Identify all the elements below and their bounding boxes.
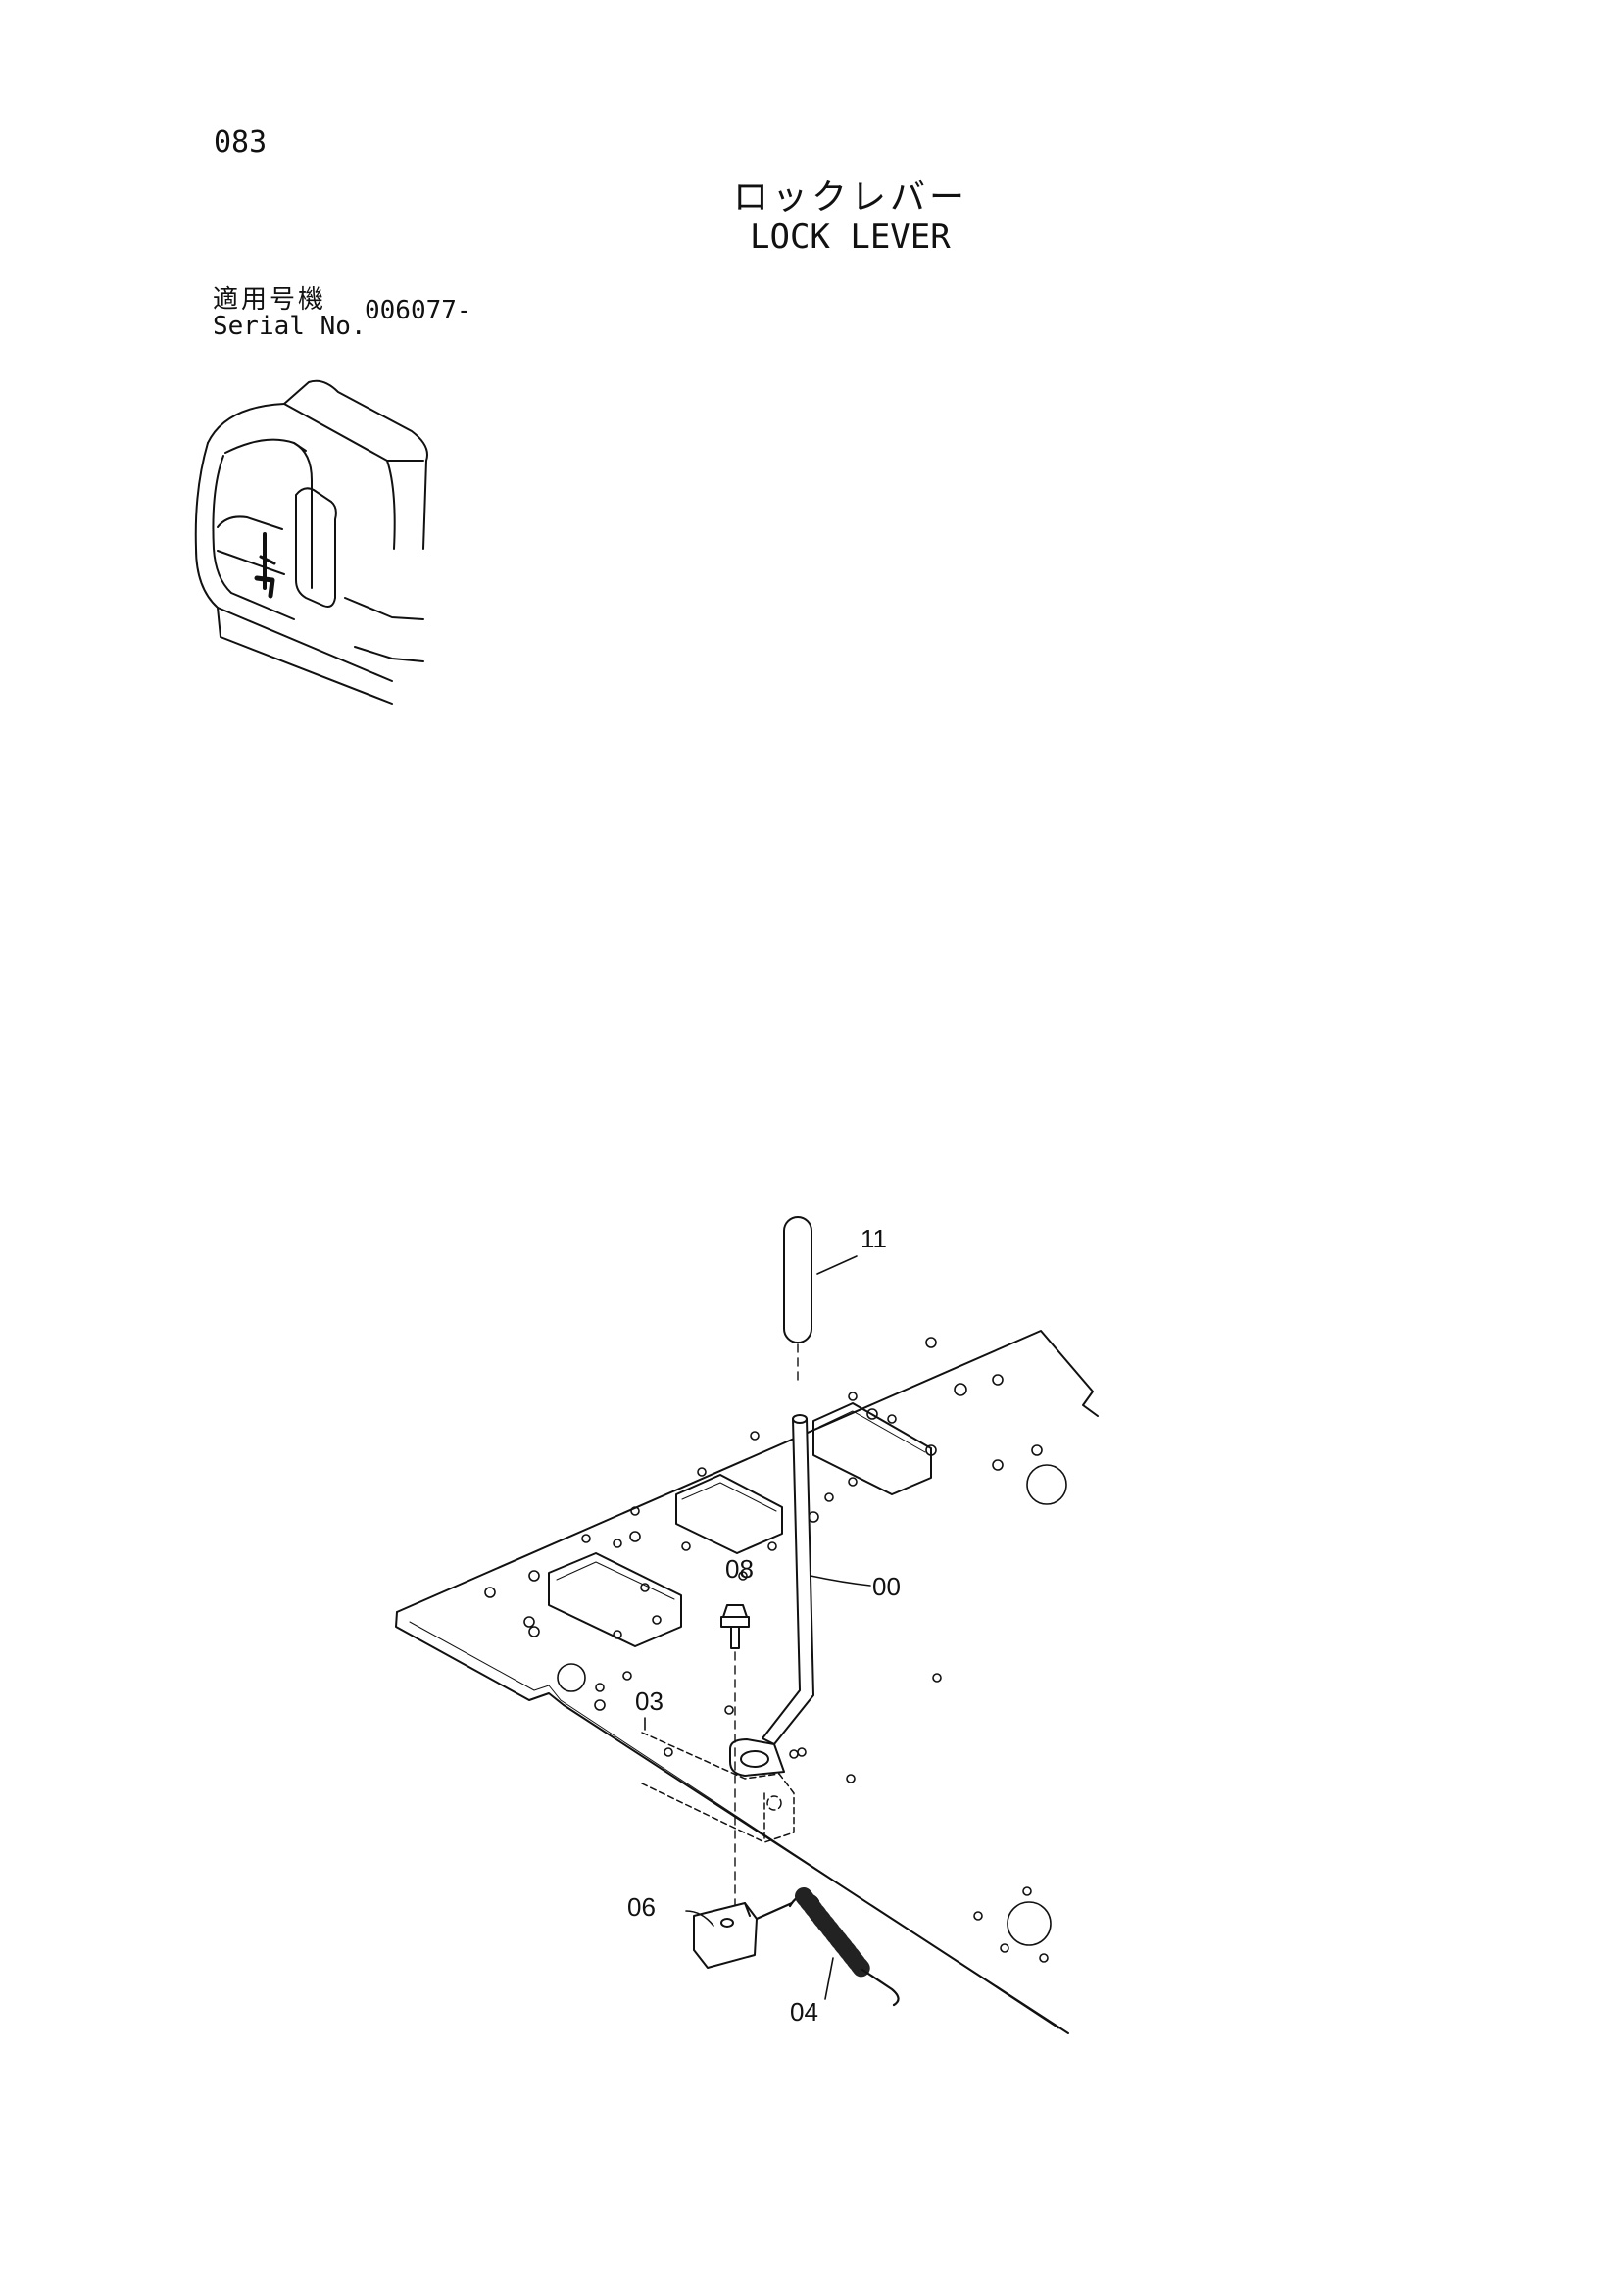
part-00-lock-lever (729, 1414, 814, 1777)
part-04-spring (755, 1887, 900, 2007)
part-08-bolt (720, 1604, 750, 1907)
serial-label-japanese: 適用号機 (213, 285, 327, 315)
callout-08: 08 (725, 1554, 754, 1584)
cab-locator-illustration (194, 379, 428, 705)
page-number: 083 (214, 125, 268, 160)
part-11-grip (783, 1216, 812, 1383)
part-06-plate (693, 1902, 758, 1969)
leader-lines (644, 1255, 871, 2000)
title-english: LOCK LEVER (750, 218, 951, 257)
callout-00: 00 (872, 1572, 901, 1601)
serial-label-english: Serial No. (213, 312, 367, 341)
title-japanese: ロックレバー (733, 177, 969, 218)
plate-holes (484, 1337, 1067, 1963)
serial-number-value: 006077- (365, 296, 472, 325)
callout-03: 03 (635, 1686, 664, 1716)
callout-11: 11 (861, 1224, 887, 1253)
callout-06: 06 (627, 1892, 656, 1922)
callout-04: 04 (790, 1997, 818, 2027)
lever-bracket (641, 1732, 795, 1843)
